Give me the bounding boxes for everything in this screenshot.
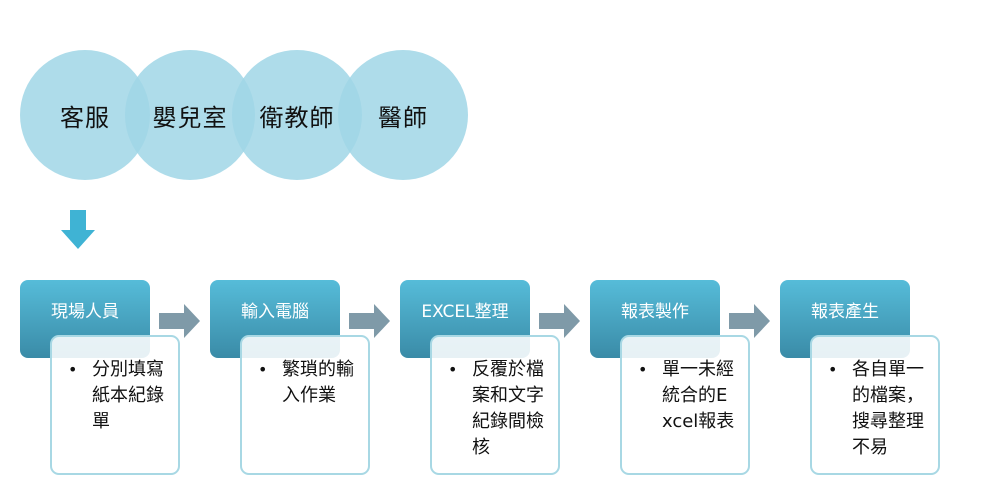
bullet-text: 分別填寫紙本紀錄單 [92,359,164,432]
bullet-dot-icon: • [68,360,78,379]
role-label: 客服 [60,103,110,132]
role-label: 醫師 [378,103,428,132]
step-title: 輸入電腦 [241,302,309,322]
bullet-item: • 分別填寫紙本紀錄單 [64,357,168,435]
bullet-item: • 反覆於檔案和文字紀錄間檢核 [444,357,548,461]
bullet-item: • 繁瑣的輸入作業 [254,357,358,409]
bullet-text: 單一未經統合的Excel報表 [662,359,735,432]
bullet-dot-icon: • [448,360,458,379]
step-title: 現場人員 [51,302,119,322]
bullet-dot-icon: • [638,360,648,379]
bullet-item: • 單一未經統合的Excel報表 [634,357,738,435]
step-body-onsite-staff: • 分別填寫紙本紀錄單 [50,335,180,475]
step-body-report-output: • 各自單一的檔案，搜尋整理不易 [810,335,940,475]
step-title: 報表產生 [811,302,879,322]
right-arrow-icon [349,304,390,338]
right-arrow-icon [159,304,200,338]
bullet-text: 各自單一的檔案，搜尋整理不易 [852,359,924,458]
bullet-item: • 各自單一的檔案，搜尋整理不易 [824,357,928,461]
role-label: 衛教師 [259,103,335,132]
step-body-report-making: • 單一未經統合的Excel報表 [620,335,750,475]
right-arrow-icon [539,304,580,338]
step-body-computer-input: • 繁瑣的輸入作業 [240,335,370,475]
role-circle-doctor: 醫師 [338,50,468,180]
step-title: 報表製作 [621,302,689,322]
role-label: 嬰兒室 [152,103,228,132]
step-body-excel-organize: • 反覆於檔案和文字紀錄間檢核 [430,335,560,475]
bullet-dot-icon: • [258,360,268,379]
bullet-text: 繁瑣的輸入作業 [282,359,354,406]
step-title: EXCEL整理 [421,302,509,322]
down-arrow-icon [61,210,95,249]
bullet-dot-icon: • [828,360,838,379]
right-arrow-icon [729,304,770,338]
bullet-text: 反覆於檔案和文字紀錄間檢核 [472,359,544,458]
